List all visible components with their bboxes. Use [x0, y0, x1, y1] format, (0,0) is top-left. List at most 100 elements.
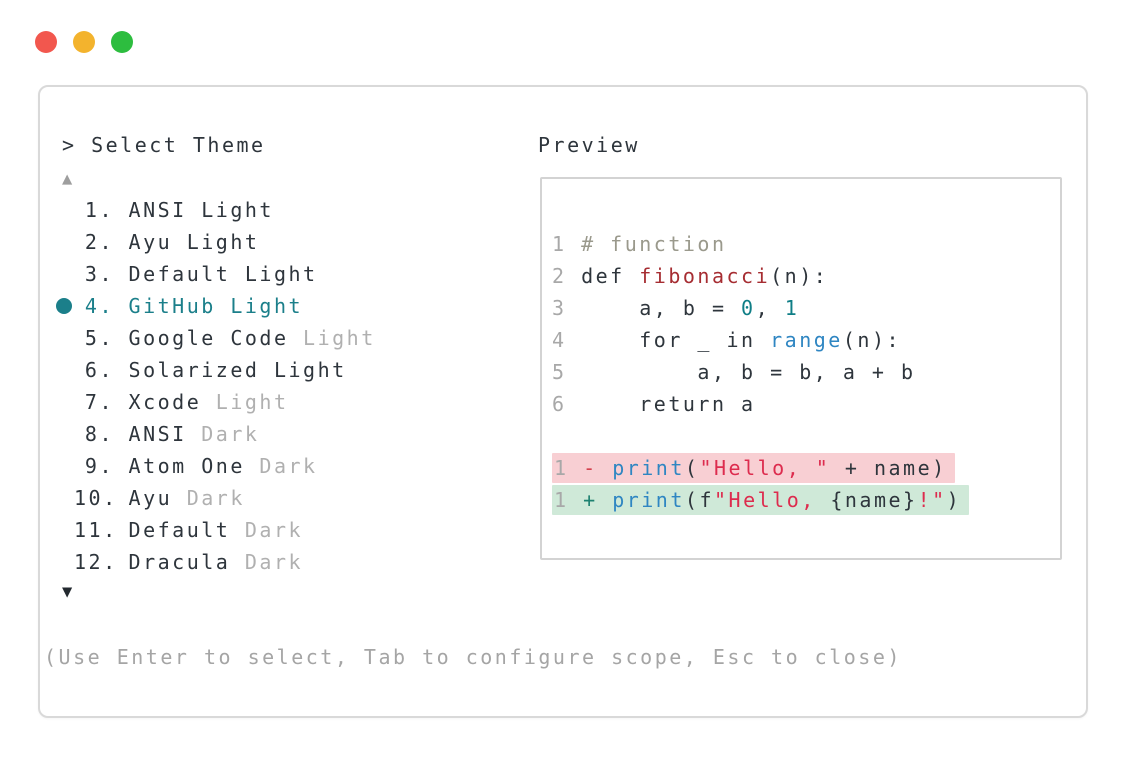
theme-number: 12. [74, 550, 118, 574]
theme-item[interactable]: 6. Solarized Light [40, 354, 510, 386]
theme-name: Xcode [114, 390, 202, 414]
theme-name: Google Code [114, 326, 289, 350]
theme-number: 9. [84, 454, 114, 478]
line-number: 1 [554, 456, 584, 480]
theme-number: 10. [74, 486, 118, 510]
code-token-text: (n): [770, 264, 829, 288]
code-preview-pane: 1 # function 2 def fibonacci(n): 3 a, b = … [540, 177, 1062, 560]
code-lines: 1 # function 2 def fibonacci(n): 3 a, b = … [542, 179, 1060, 516]
theme-variant-suffix: Light [288, 326, 376, 350]
line-content: 5 a, b = b, a + b [552, 360, 916, 384]
code-token-minus: - [583, 456, 613, 480]
theme-name: Ayu [114, 486, 173, 510]
selected-bullet-icon [54, 482, 74, 514]
theme-variant-suffix: Light [201, 390, 289, 414]
code-token-comment: # function [581, 232, 727, 256]
zoom-button[interactable] [111, 31, 133, 53]
code-line: 1 # function [552, 228, 1060, 260]
code-token-text: def [581, 264, 640, 288]
theme-number: 3. [84, 262, 114, 286]
code-token-string: "Hello, " [699, 456, 831, 480]
selected-bullet-icon [54, 194, 74, 226]
theme-number: 6. [84, 358, 114, 382]
theme-item[interactable]: 4. GitHub Light [40, 290, 510, 322]
preview-label: Preview [538, 133, 640, 157]
code-token-text: {name} [830, 488, 918, 512]
theme-number: 8. [84, 422, 114, 446]
selected-bullet-icon [54, 258, 74, 290]
code-token-string: "Hello, [714, 488, 831, 512]
line-number: 5 [552, 360, 582, 384]
code-token-string: !" [917, 488, 947, 512]
code-token-text: , [755, 296, 785, 320]
code-token-text: ( [684, 456, 700, 480]
prompt-caret: > [62, 133, 92, 157]
line-content: 3 a, b = 0, 1 [552, 296, 799, 320]
theme-number: 5. [84, 326, 114, 350]
minimize-button[interactable] [73, 31, 95, 53]
line-number: 1 [552, 232, 582, 256]
line-content: 1 # function [552, 232, 727, 256]
selected-bullet-icon [54, 386, 74, 418]
theme-item[interactable]: 10. Ayu Dark [40, 482, 510, 514]
theme-item[interactable]: 9. Atom One Dark [40, 450, 510, 482]
theme-name: ANSI [114, 422, 187, 446]
window-controls [35, 31, 133, 53]
code-token-text: + name) [830, 456, 947, 480]
code-token-builtin: print [612, 456, 685, 480]
theme-number: 4. [84, 294, 114, 318]
theme-item[interactable]: 8. ANSI Dark [40, 418, 510, 450]
code-token-number: 0 [741, 296, 756, 320]
code-line: 6 return a [552, 388, 1060, 420]
theme-number: 7. [84, 390, 114, 414]
code-line: 2 def fibonacci(n): [552, 260, 1060, 292]
theme-name: ANSI Light [114, 198, 274, 222]
selected-bullet-icon [54, 546, 74, 578]
theme-name: Default Light [114, 262, 318, 286]
line-content: 6 return a [552, 392, 756, 416]
theme-item[interactable]: 1. ANSI Light [40, 194, 510, 226]
theme-item[interactable]: 7. Xcode Light [40, 386, 510, 418]
diff-line-added: 1 + print(f"Hello, {name}!") [552, 484, 1060, 516]
code-token-plus: + [583, 488, 613, 512]
code-token-text: (n): [842, 328, 902, 352]
prompt: > Select Theme [62, 129, 266, 161]
theme-number: 1. [84, 198, 114, 222]
scroll-down-icon[interactable]: ▼ [62, 582, 73, 602]
selected-bullet-icon [54, 290, 74, 322]
theme-variant-suffix: Dark [172, 486, 245, 510]
line-content: 4 for _ in range(n): [552, 328, 901, 352]
selected-bullet-icon [54, 514, 74, 546]
theme-item[interactable]: 11. Default Dark [40, 514, 510, 546]
theme-variant-suffix: Dark [230, 550, 304, 574]
keyboard-hint: (Use Enter to select, Tab to configure s… [44, 645, 902, 669]
scroll-up-icon[interactable]: ▲ [62, 169, 73, 189]
diff-highlight: 1 - print("Hello, " + name) [552, 453, 955, 483]
theme-name: Default [114, 518, 231, 542]
code-token-number: 1 [784, 296, 800, 320]
theme-variant-suffix: Dark [186, 422, 260, 446]
code-token-text: a, b = [581, 296, 742, 320]
theme-item[interactable]: 5. Google Code Light [40, 322, 510, 354]
theme-variant-suffix: Dark [244, 454, 318, 478]
line-content: 2 def fibonacci(n): [552, 264, 828, 288]
code-token-text: ) [946, 488, 962, 512]
code-token-text: (f [684, 488, 714, 512]
line-number: 4 [552, 328, 582, 352]
diff-highlight: 1 + print(f"Hello, {name}!") [552, 485, 970, 515]
code-token-builtin: range [770, 328, 843, 352]
theme-name: Dracula [114, 550, 231, 574]
code-token-text: for _ in [581, 328, 771, 352]
code-line: 3 a, b = 0, 1 [552, 292, 1060, 324]
theme-item[interactable]: 2. Ayu Light [40, 226, 510, 258]
theme-name: Ayu Light [114, 230, 260, 254]
close-button[interactable] [35, 31, 57, 53]
code-token-func: fibonacci [639, 264, 771, 288]
theme-item[interactable]: 12. Dracula Dark [40, 546, 510, 578]
code-token-text: a, b = b, a + b [581, 360, 916, 384]
line-number: 1 [554, 488, 584, 512]
theme-variant-suffix: Dark [230, 518, 304, 542]
theme-item[interactable]: 3. Default Light [40, 258, 510, 290]
